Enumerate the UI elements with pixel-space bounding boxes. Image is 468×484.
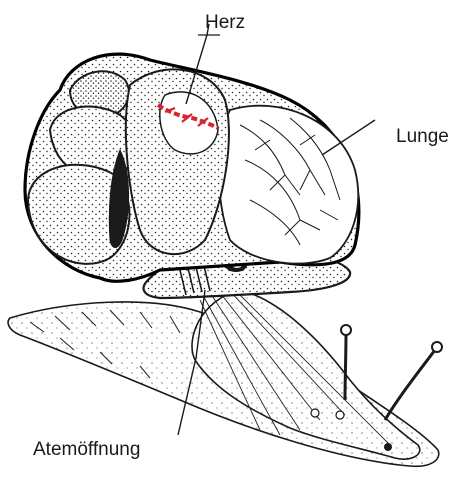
right-eye-stalk-tip [432, 342, 442, 352]
upper-tentacle-left [345, 333, 346, 400]
snail-head [192, 290, 420, 459]
mouth [384, 443, 392, 451]
head-organ-1 [311, 409, 319, 417]
lung-chamber [219, 106, 358, 264]
left-eye-stalk-tip [341, 325, 351, 335]
head-organ-2 [336, 411, 344, 419]
label-heart: Herz [205, 13, 245, 32]
upper-tentacle-right [385, 350, 435, 420]
label-lung: Lunge [396, 127, 449, 146]
label-breathing-opening: Atemöffnung [33, 440, 140, 459]
